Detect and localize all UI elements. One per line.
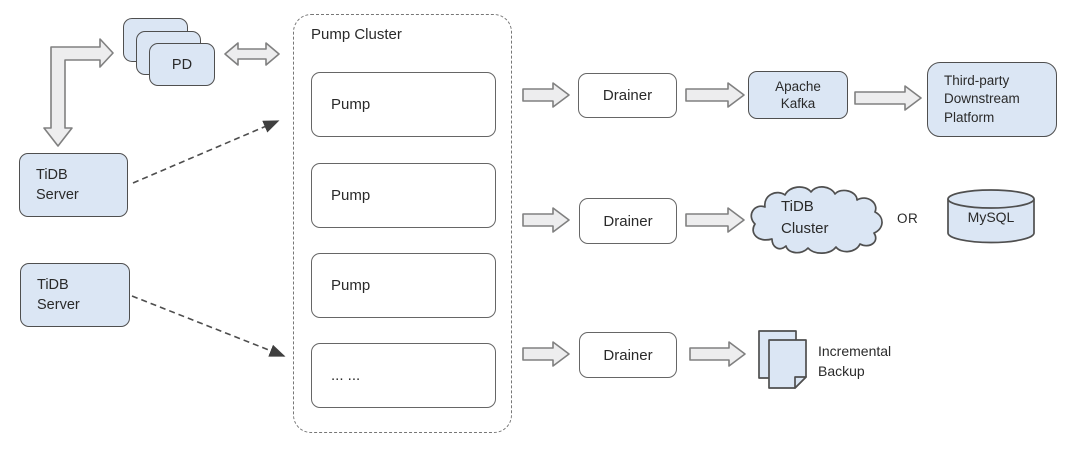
- kafka-label: Apache Kafka: [775, 79, 821, 111]
- drainer-box-1: Drainer: [578, 73, 677, 118]
- pump-drainer3-arrow: [522, 341, 570, 367]
- tidb-server-top-node: TiDB Server: [19, 153, 128, 217]
- mysql-label: MySQL: [967, 209, 1015, 225]
- pd-pumpcluster-double-arrow: [224, 42, 280, 66]
- drainer1-kafka-arrow: [685, 82, 745, 108]
- mysql-cylinder-icon: [947, 199, 1035, 244]
- pump-box-ellipsis: ... ...: [311, 343, 496, 408]
- drainer-box-3: Drainer: [579, 332, 677, 378]
- pd-label: PD: [171, 56, 193, 73]
- pump-box-3: Pump: [311, 253, 496, 318]
- or-label: OR: [897, 211, 919, 226]
- pump-drainer1-arrow: [522, 82, 570, 108]
- drainer-3-label: Drainer: [603, 346, 653, 364]
- mysql-cylinder-top: [947, 189, 1035, 209]
- drainer3-backup-arrow: [689, 341, 746, 367]
- tidb-server-top-label: TiDB Server: [36, 167, 79, 203]
- tidb-server-bottom-label: TiDB Server: [37, 277, 80, 313]
- elbow-arrow: [43, 38, 114, 147]
- pump-ellipsis-label: ... ...: [331, 367, 361, 384]
- tidb-server-bottom-node: TiDB Server: [20, 263, 130, 327]
- drainer-box-2: Drainer: [579, 198, 677, 244]
- kafka-node: Apache Kafka: [748, 71, 848, 119]
- pump-2-label: Pump: [331, 187, 371, 204]
- tidb2-dashed-arrow: [131, 295, 286, 357]
- pump-box-2: Pump: [311, 163, 496, 228]
- backup-document-fold-icon: [794, 376, 807, 389]
- pump-1-label: Pump: [331, 96, 371, 113]
- drainer-2-label: Drainer: [603, 212, 653, 230]
- tidb-cluster-cloud-icon: [750, 186, 883, 254]
- third-party-node: Third-party Downstream Platform: [927, 62, 1057, 137]
- drainer-1-label: Drainer: [602, 87, 653, 104]
- pump-3-label: Pump: [331, 277, 371, 294]
- pump-cluster-title: Pump Cluster: [311, 26, 402, 43]
- drainer2-tidbcluster-arrow: [685, 207, 745, 233]
- pd-node: PD: [149, 43, 215, 86]
- pump-cluster-container: [293, 14, 512, 433]
- incremental-backup-label: Incremental Backup: [818, 343, 892, 379]
- third-party-label: Third-party Downstream Platform: [944, 72, 1020, 125]
- pump-box-1: Pump: [311, 72, 496, 137]
- tidb-cluster-label: TiDB Cluster: [781, 198, 829, 237]
- kafka-thirdparty-arrow: [854, 85, 922, 111]
- tidb1-dashed-arrow: [132, 120, 280, 184]
- pump-drainer2-arrow: [522, 207, 570, 233]
